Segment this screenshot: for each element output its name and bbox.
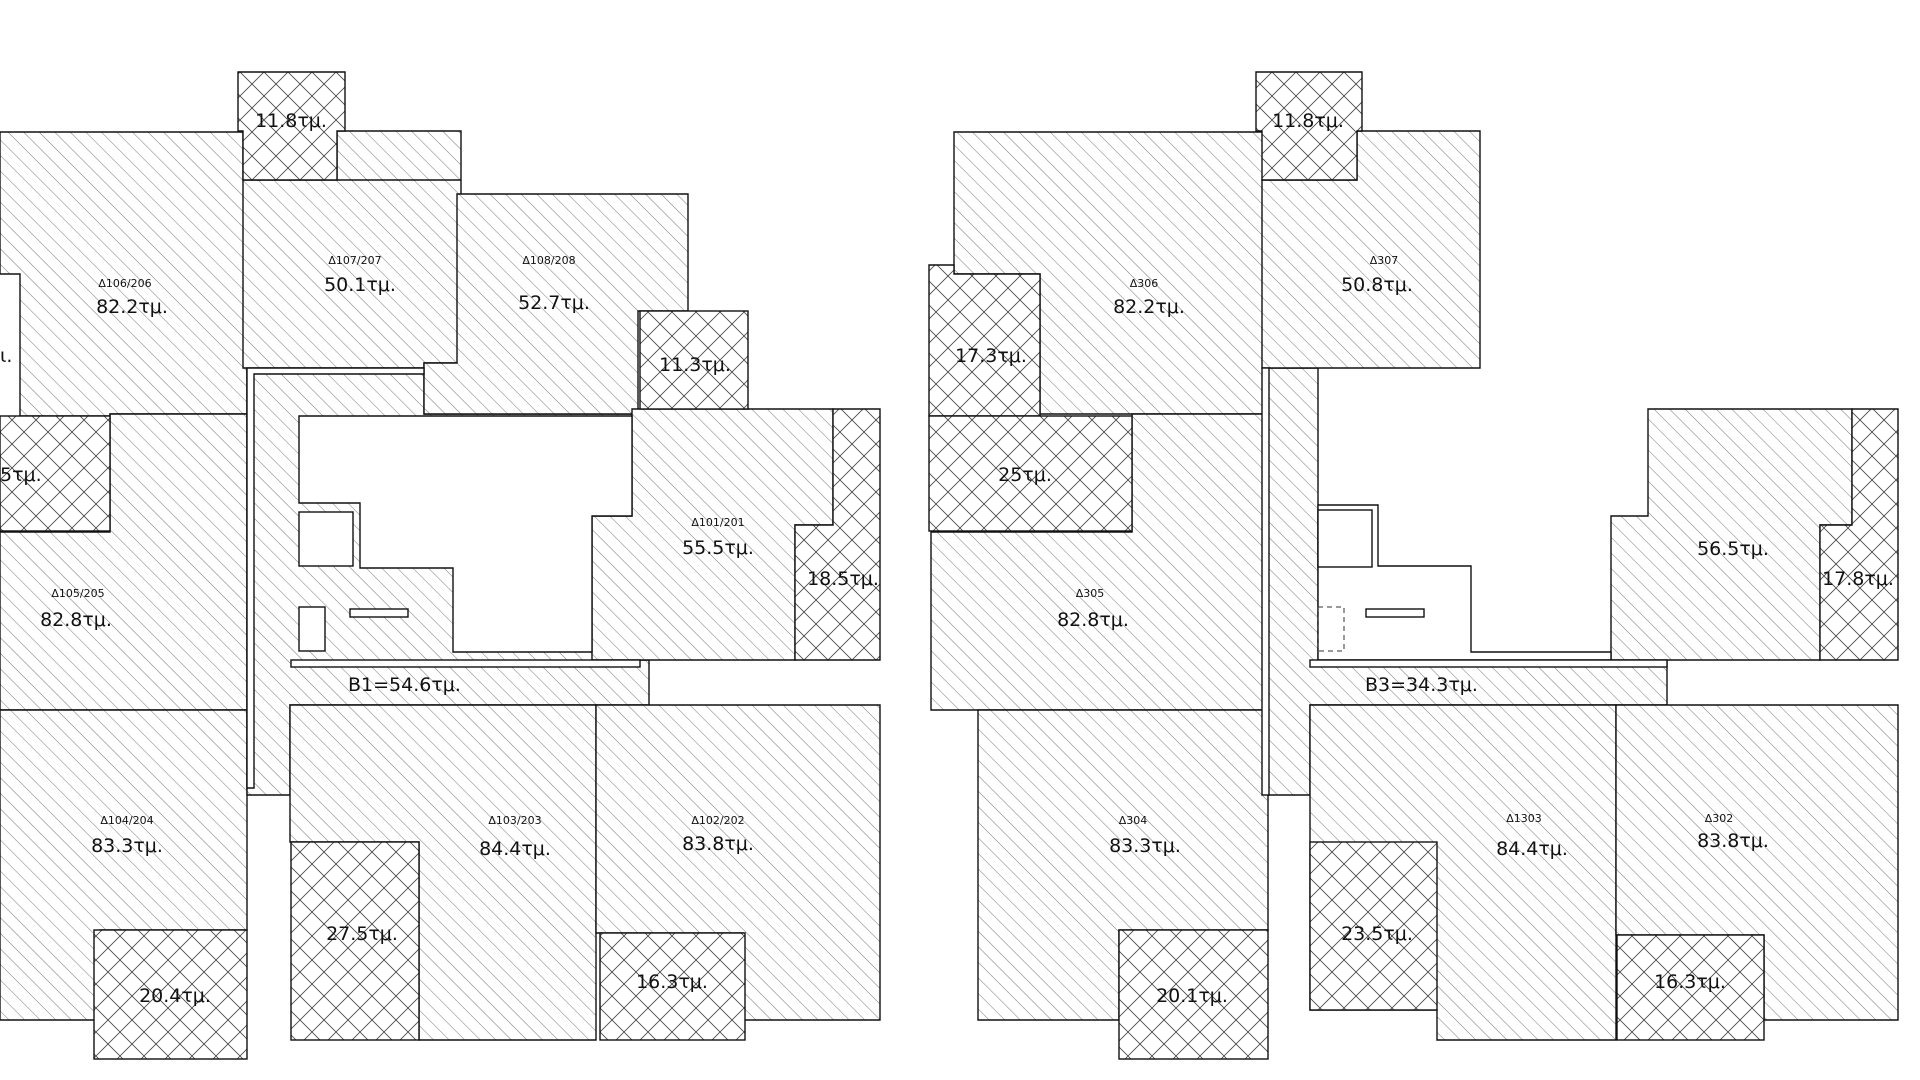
veranda-18-5-left <box>794 408 881 661</box>
partial-label: ι. <box>0 345 12 367</box>
unit-area: 82.8τμ. <box>1057 609 1129 631</box>
wall-strip-right-v <box>1261 367 1270 796</box>
veranda-area: 11.3τμ. <box>659 354 731 376</box>
unit-area: 83.8τμ. <box>682 833 754 855</box>
veranda-area: 27.5τμ. <box>326 923 398 945</box>
lift-box-right <box>1317 606 1345 652</box>
veranda-area: 17.3τμ. <box>955 345 1027 367</box>
unit-area: 83.8τμ. <box>1697 830 1769 852</box>
unit-code: Δ106/206 <box>98 277 151 290</box>
wall-strip-left-h <box>290 659 641 668</box>
unit-area: 56.5τμ. <box>1697 538 1769 560</box>
veranda-area: 17.8τμ. <box>1822 568 1894 590</box>
veranda-area: 25τμ. <box>998 464 1052 486</box>
unit-area: 82.8τμ. <box>40 609 112 631</box>
vent-slot-right <box>1365 608 1425 618</box>
stair-box-right <box>1317 509 1373 568</box>
unit-code: Δ105/205 <box>51 587 104 600</box>
veranda-16-3-left <box>599 932 746 1041</box>
unit-code: Δ306 <box>1130 277 1159 290</box>
veranda-27-5-left <box>290 841 420 1041</box>
lift-box-left <box>298 606 326 652</box>
unit-area: 84.4τμ. <box>479 838 551 860</box>
unit-code: Δ107/207 <box>328 254 381 267</box>
veranda-area: 23.5τμ. <box>1341 923 1413 945</box>
courtyard-void-left <box>298 415 633 653</box>
veranda-partial-left <box>0 415 111 532</box>
veranda-11-8-left <box>237 71 346 181</box>
unit-code: Δ1303 <box>1506 812 1542 825</box>
unit-code: Δ108/208 <box>522 254 575 267</box>
veranda-area: 18.5τμ. <box>807 568 879 590</box>
veranda-area: 20.1τμ. <box>1156 985 1228 1007</box>
veranda-area: 11.8τμ. <box>255 110 327 132</box>
veranda-17-8-right <box>1819 408 1899 661</box>
veranda-11-8-right <box>1255 71 1363 181</box>
unit-area: 52.7τμ. <box>518 292 590 314</box>
veranda-area: 16.3τμ. <box>1654 971 1726 993</box>
veranda-area: 16.3τμ. <box>636 971 708 993</box>
vent-slot-left <box>349 608 409 618</box>
veranda-25-right <box>928 415 1133 532</box>
unit-code: Δ307 <box>1370 254 1399 267</box>
veranda-20-4-left <box>93 929 248 1060</box>
wall-strip-left-v <box>246 367 425 789</box>
veranda-11-3-left <box>639 310 749 410</box>
plan-right: Δ306 82.2τμ. Δ307 50.8τμ. 56.5τμ. Δ305 8… <box>928 71 1899 1060</box>
unit-code: Δ305 <box>1076 587 1105 600</box>
unit-area: 84.4τμ. <box>1496 838 1568 860</box>
wall-strip-right-h <box>1309 659 1668 668</box>
common-area-label: Β3=34.3τμ. <box>1365 674 1478 696</box>
partial-label: 5τμ. <box>0 464 42 486</box>
unit-area: 83.3τμ. <box>91 835 163 857</box>
unit-area: 50.8τμ. <box>1341 274 1413 296</box>
veranda-area: 20.4τμ. <box>139 985 211 1007</box>
apartment-106-206 <box>0 131 248 417</box>
unit-code: Δ103/203 <box>488 814 541 827</box>
unit-area: 82.2τμ. <box>1113 296 1185 318</box>
unit-area: 83.3τμ. <box>1109 835 1181 857</box>
veranda-17-3-right <box>928 264 1041 417</box>
unit-code: Δ302 <box>1705 812 1734 825</box>
unit-area: 50.1τμ. <box>324 274 396 296</box>
unit-code: Δ104/204 <box>100 814 153 827</box>
unit-code: Δ101/201 <box>691 516 744 529</box>
unit-area: 82.2τμ. <box>96 296 168 318</box>
unit-code: Δ102/202 <box>691 814 744 827</box>
veranda-16-3-right <box>1616 934 1765 1041</box>
common-area-label: Β1=54.6τμ. <box>348 674 461 696</box>
apartment-right-56-5 <box>1610 408 1853 661</box>
unit-area: 55.5τμ. <box>682 537 754 559</box>
veranda-area: 11.8τμ. <box>1272 110 1344 132</box>
unit-code: Δ304 <box>1119 814 1148 827</box>
veranda-23-5-right <box>1309 841 1438 1011</box>
veranda-20-1-right <box>1118 929 1269 1060</box>
stair-box-left <box>298 511 354 567</box>
plan-left: Δ106/206 82.2τμ. Δ107/207 50.1τμ. Δ108/2… <box>0 71 881 1060</box>
